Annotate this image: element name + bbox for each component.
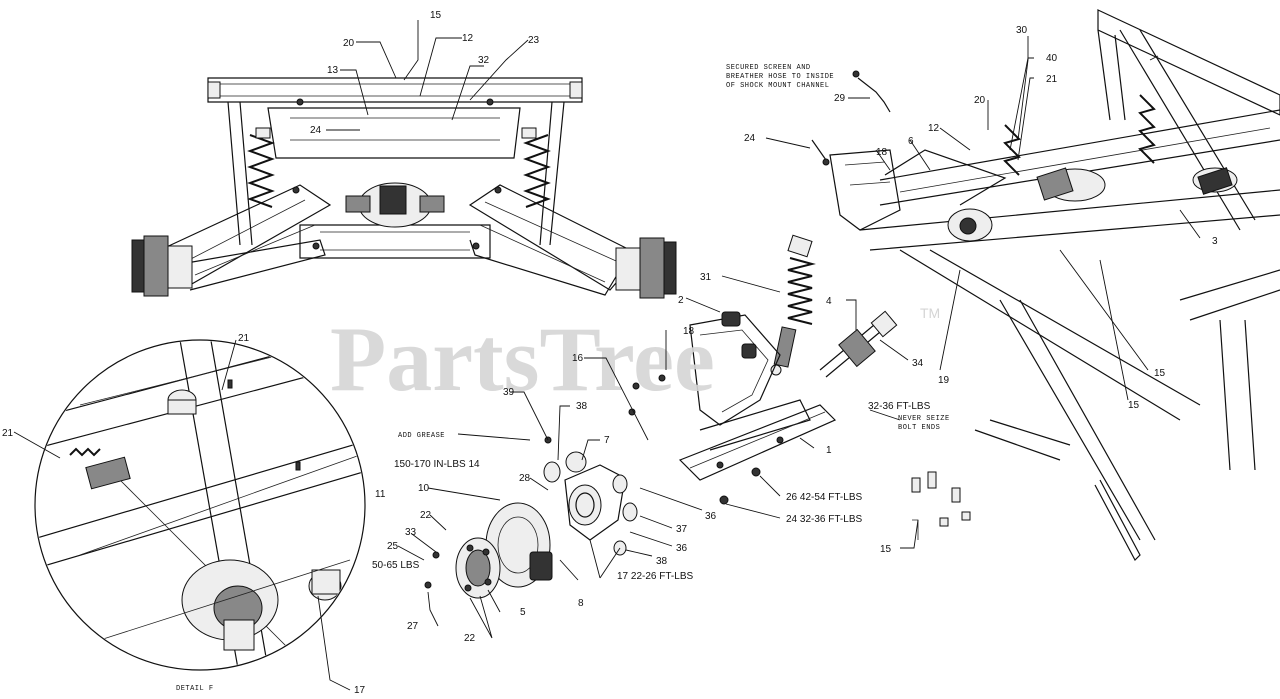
callout-16: 16 bbox=[572, 353, 584, 364]
callout-7: 7 bbox=[604, 435, 610, 446]
callout-30: 30 bbox=[1016, 25, 1028, 36]
callout-19: 19 bbox=[938, 375, 950, 386]
note-detail: DETAIL F bbox=[176, 685, 214, 693]
callout-50-65: 50-65 LBS bbox=[372, 560, 420, 571]
callout-4: 4 bbox=[826, 296, 832, 307]
callout-12-top: 12 bbox=[462, 33, 474, 44]
right-spring bbox=[521, 127, 551, 208]
callout-24-mid: 24 32-36 FT-LBS bbox=[786, 514, 862, 525]
callout-18-right: 18 bbox=[876, 147, 888, 158]
callout-24-right: 24 bbox=[744, 133, 756, 144]
trailing-arm-assembly bbox=[424, 311, 837, 599]
callout-28: 28 bbox=[519, 473, 531, 484]
callout-15-right-1: 15 bbox=[1154, 368, 1166, 379]
callout-6: 6 bbox=[908, 136, 914, 147]
callout-5: 5 bbox=[520, 607, 526, 618]
callout-labels: 15 20 12 23 32 13 24 29 30 40 21 20 24 1… bbox=[2, 10, 1218, 696]
note-never-seize-line-1: NEVER SEIZE bbox=[898, 415, 950, 423]
note-breather-line-1: SECURED SCREEN AND bbox=[726, 64, 811, 72]
callout-22-top: 22 bbox=[420, 510, 432, 521]
callout-2: 2 bbox=[678, 295, 684, 306]
callout-23: 23 bbox=[528, 35, 540, 46]
callout-15-top: 15 bbox=[430, 10, 442, 21]
callout-36-bot: 36 bbox=[676, 543, 688, 554]
callout-31: 31 bbox=[700, 272, 712, 283]
callout-38-bot: 38 bbox=[656, 556, 668, 567]
detail-view bbox=[34, 339, 366, 671]
callout-38-top: 38 bbox=[576, 401, 588, 412]
callout-15-right-2: 15 bbox=[1128, 400, 1140, 411]
left-spring bbox=[247, 127, 275, 208]
callout-37: 37 bbox=[676, 524, 688, 535]
callout-21-detail-top: 21 bbox=[238, 333, 250, 344]
callout-36-top: 36 bbox=[705, 511, 717, 522]
callout-3: 3 bbox=[1212, 236, 1218, 247]
callout-13: 13 bbox=[327, 65, 339, 76]
assembly-notes: SECURED SCREEN AND BREATHER HOSE TO INSI… bbox=[176, 64, 950, 693]
callout-22-bot: 22 bbox=[464, 633, 476, 644]
callout-34: 34 bbox=[912, 358, 924, 369]
shock-absorber bbox=[770, 234, 816, 376]
callout-20-top: 20 bbox=[343, 38, 355, 49]
callout-18-mid: 18 bbox=[683, 326, 695, 337]
callout-26: 26 42-54 FT-LBS bbox=[786, 492, 862, 503]
callout-10: 10 bbox=[418, 483, 430, 494]
note-breather-line-3: OF SHOCK MOUNT CHANNEL bbox=[726, 82, 829, 90]
callout-12-right: 12 bbox=[928, 123, 940, 134]
note-add-grease: ADD GREASE bbox=[398, 432, 445, 440]
callout-17-mid: 17 22-26 FT-LBS bbox=[617, 571, 693, 582]
watermark-trademark: TM bbox=[920, 305, 940, 321]
callout-11: 11 bbox=[375, 489, 386, 500]
leader-lines bbox=[13, 20, 1201, 691]
callout-14: 150-170 IN-LBS 14 bbox=[394, 459, 480, 470]
callout-40: 40 bbox=[1046, 53, 1058, 64]
front-frame-assembly bbox=[131, 77, 677, 299]
callout-17-bot: 17 bbox=[354, 685, 366, 696]
callout-32: 32 bbox=[478, 55, 490, 66]
watermark-text: PartsTree bbox=[330, 308, 715, 410]
callout-33: 33 bbox=[405, 527, 417, 538]
callout-8: 8 bbox=[578, 598, 584, 609]
torque-32-36: 32-36 FT-LBS bbox=[868, 401, 931, 412]
note-breather-line-2: BREATHER HOSE TO INSIDE bbox=[726, 73, 834, 81]
callout-20-right: 20 bbox=[974, 95, 986, 106]
callout-1: 1 bbox=[826, 445, 832, 456]
callout-39: 39 bbox=[503, 387, 515, 398]
watermark: PartsTree TM bbox=[330, 305, 940, 410]
callout-25: 25 bbox=[387, 541, 399, 552]
callout-21-detail-left: 21 bbox=[2, 428, 14, 439]
note-never-seize-line-2: BOLT ENDS bbox=[898, 424, 940, 432]
callout-29: 29 bbox=[834, 93, 846, 104]
callout-15-bot: 15 bbox=[880, 544, 892, 555]
chassis-assembly bbox=[770, 9, 1280, 561]
callout-24-top: 24 bbox=[310, 125, 322, 136]
callout-27: 27 bbox=[407, 621, 419, 632]
callout-21-right: 21 bbox=[1046, 74, 1058, 85]
